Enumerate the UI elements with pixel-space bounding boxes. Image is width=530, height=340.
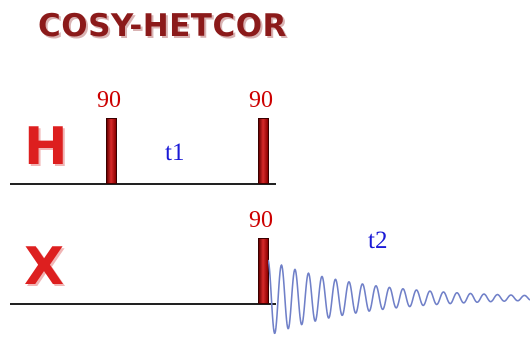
evolution-delay-t1-label: t1 — [165, 139, 185, 166]
diagram-title: COSY-HETCOR — [38, 8, 287, 44]
x-channel-baseline — [10, 303, 276, 305]
acquisition-time-t2-label: t2 — [368, 227, 388, 254]
x-pulse — [258, 238, 269, 304]
fid-decay-icon — [268, 259, 530, 335]
x-pulse-angle-label: 90 — [249, 207, 273, 233]
h-pulse-2-angle-label: 90 — [249, 87, 273, 113]
channel-label-x: X — [24, 237, 65, 297]
channel-label-h: H — [24, 117, 68, 177]
h-pulse-1-angle-label: 90 — [97, 87, 121, 113]
h-channel-baseline — [10, 183, 276, 185]
h-pulse-2 — [258, 118, 269, 184]
h-pulse-1 — [106, 118, 117, 184]
fid-waveform — [268, 259, 530, 335]
